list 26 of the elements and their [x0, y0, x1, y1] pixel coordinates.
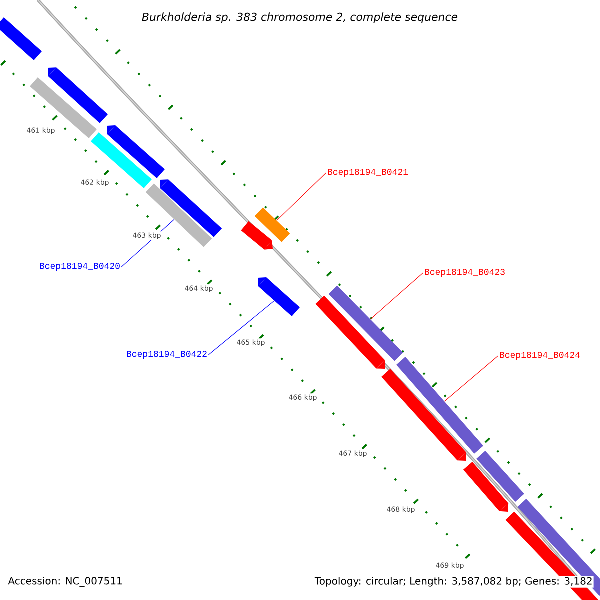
- gene-label: Bcep18194_B0420: [40, 263, 120, 271]
- gene-feature: [107, 126, 165, 178]
- gene-feature: [258, 278, 300, 316]
- gene-label: Bcep18194_B0424: [500, 352, 580, 360]
- gene-feature: [382, 368, 466, 461]
- leader-line: [444, 356, 499, 402]
- summary-text: Topology: circular; Length: 3,587,082 bp; Genes: 3,182: [314, 576, 594, 588]
- gene-feature: [316, 296, 386, 369]
- gene-label: Bcep18194_B0422: [127, 351, 207, 359]
- gene-bar: [328, 286, 404, 362]
- leader-line: [276, 172, 327, 221]
- gene-feature: [48, 68, 108, 124]
- gene-bar: [254, 208, 290, 242]
- gene-feature: [241, 221, 273, 250]
- gene-label: Bcep18194_B0421: [328, 169, 408, 177]
- gene-bar: [146, 184, 212, 248]
- gene-feature: [463, 462, 509, 512]
- leader-line: [208, 300, 275, 356]
- gene-bar: [0, 18, 42, 60]
- gene-feature: [160, 180, 222, 238]
- leader-line: [370, 272, 424, 320]
- accession-text: Accession: NC_007511: [8, 577, 122, 587]
- title: Burkholderia sp. 383 chromosome 2, complete sequence: [142, 12, 458, 24]
- gene-bar: [396, 357, 484, 454]
- gene-label: Bcep18194_B0423: [425, 269, 505, 277]
- gene-bar: [476, 450, 524, 502]
